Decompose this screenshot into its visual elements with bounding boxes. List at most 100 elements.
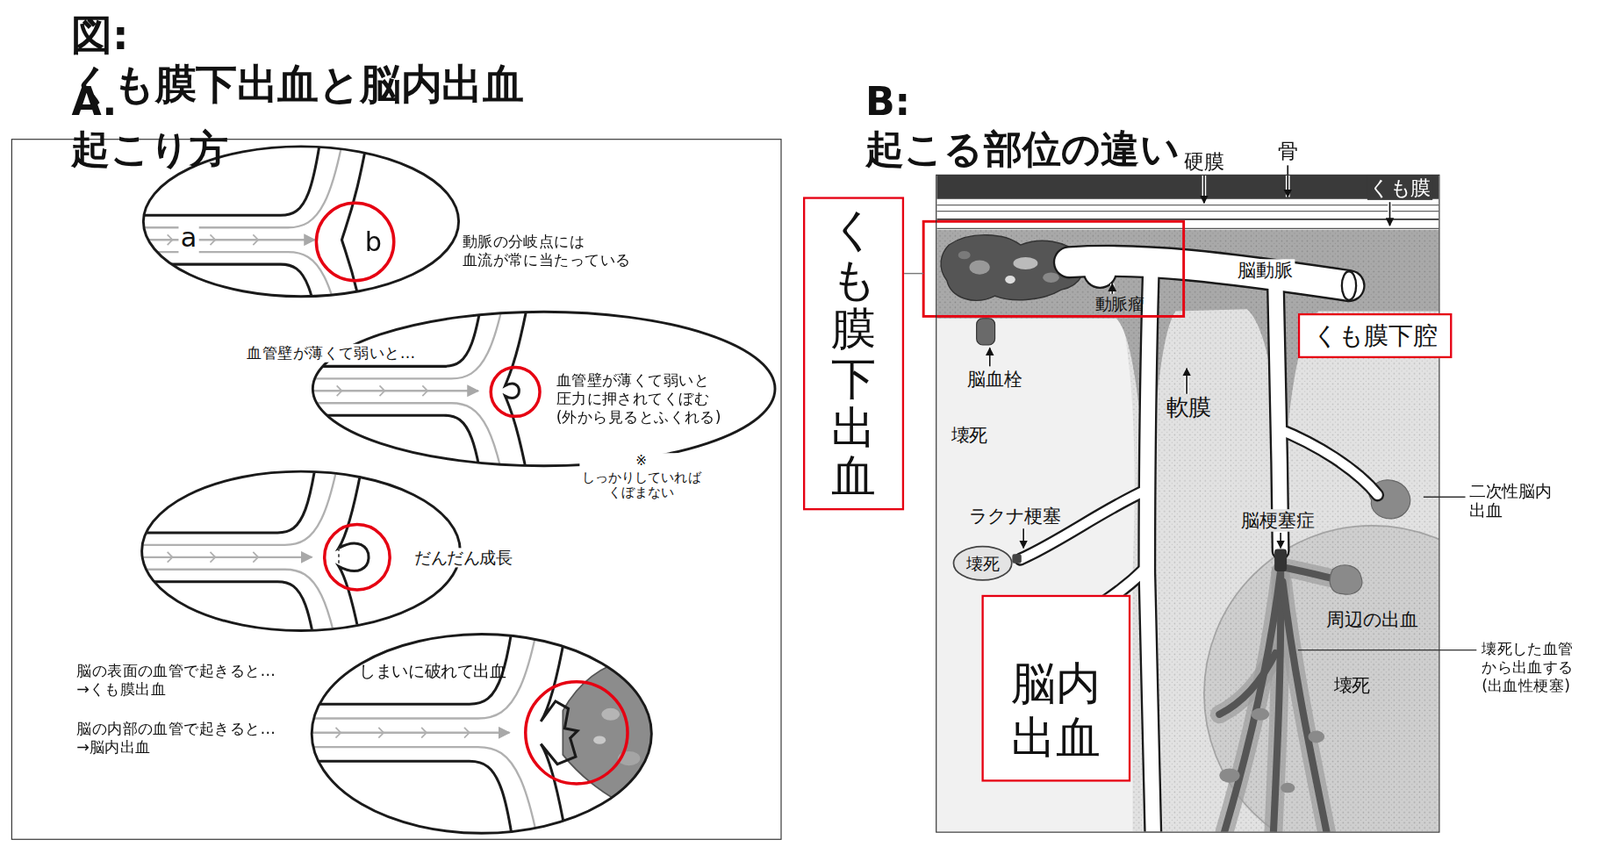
hemorrhage-spot <box>958 251 971 259</box>
arrow-underlay <box>1285 165 1291 197</box>
flow-line <box>300 530 553 719</box>
callout-label: ラクナ梗塞 <box>968 505 1062 528</box>
ellipse-shape <box>953 546 1012 581</box>
leader-line <box>1423 496 1466 498</box>
pointer-arrow <box>1111 283 1113 295</box>
callout-label: 周辺の出血 <box>1326 608 1419 631</box>
pointer-arrow <box>1279 532 1282 548</box>
bleeding-halo <box>1282 581 1327 833</box>
necrotic-vessel <box>1224 571 1281 832</box>
peripheral-bleeding <box>1219 767 1240 783</box>
membrane-line <box>936 204 1439 206</box>
stipple <box>936 229 1439 533</box>
diagram-title: 図:くも膜下出血と脳内出血 <box>71 10 524 109</box>
callout-label: 動脈瘤 <box>1095 294 1145 314</box>
pointer-arrow <box>989 347 991 366</box>
flow-line <box>131 238 316 241</box>
artery <box>1147 267 1154 833</box>
cortex-block <box>936 318 1134 833</box>
vessel-drawing <box>301 233 540 548</box>
flow-chevron <box>167 552 173 563</box>
note-text: しまいに破れて出血 <box>358 660 506 681</box>
box-title: くも膜下出血 <box>831 205 876 503</box>
callout-label: 血管壁が薄くて弱いと… <box>244 344 417 363</box>
arrow-underlay <box>987 347 992 366</box>
pointer-arrow <box>1286 165 1289 197</box>
flow-chevron <box>210 552 216 563</box>
flow-line <box>301 402 516 548</box>
hemorrhage-spot <box>593 735 606 744</box>
flow-chevron <box>422 385 428 396</box>
callout-label: だんだん成長 <box>412 547 515 567</box>
flow-line <box>131 556 312 559</box>
subarachnoid-space <box>936 229 1439 533</box>
flow-chevron <box>379 385 385 396</box>
highlight-box: 脳内 出血 <box>981 595 1131 783</box>
callout-label: 脳血栓 <box>967 368 1023 391</box>
callout-label: 二次性脳内 出血 <box>1469 481 1551 522</box>
pointer-arrow <box>1203 175 1206 203</box>
callout-label: 動脈の分岐点には 血流が常に当たっている <box>462 232 632 270</box>
peripheral-bleeding <box>1280 782 1295 794</box>
callout-label: 壊死 <box>951 424 989 447</box>
bifurcation-wall <box>540 530 582 847</box>
leader-line <box>1298 649 1477 651</box>
artery-outline <box>1147 267 1154 833</box>
embolus-plug <box>1274 548 1287 572</box>
flow-chevron <box>210 234 216 245</box>
panel-heading: B:起こる部位の違い <box>865 79 1180 173</box>
callout-label: 軟膜 <box>1166 394 1212 423</box>
artery-outline <box>1277 428 1378 496</box>
flow-line <box>300 731 510 734</box>
bleeding-halo <box>1219 652 1276 715</box>
vessel-wall <box>300 530 524 705</box>
flow-chevron <box>252 552 259 563</box>
arrow-underlay <box>1184 368 1190 395</box>
vessel-wall <box>301 415 491 548</box>
callout-label: くも膜 <box>1367 175 1433 201</box>
hemorrhage <box>562 660 681 821</box>
callout-label: 壊死した血管 から出血する (出血性梗塞) <box>1481 639 1574 696</box>
hemorrhage-spot <box>968 259 990 274</box>
necrotic-vessel <box>1219 652 1276 715</box>
callout-label: 脳梗塞症 <box>1238 509 1316 531</box>
leader-line <box>902 272 924 274</box>
highlight-box: くも膜下腔 <box>1298 313 1453 359</box>
membrane-line <box>936 228 1439 230</box>
callout-label: 脳の内部の血管で起きると… →脳内出血 <box>76 719 276 757</box>
brain-illustration <box>936 175 1439 833</box>
panel-frame: 壊死脳内 出血B:起こる部位の違い <box>936 175 1439 833</box>
pointer-arrow <box>1022 528 1025 548</box>
vessel-drawing <box>300 530 681 847</box>
peripheral-bleeding <box>1250 708 1270 721</box>
skull-bone <box>936 175 1439 200</box>
flow-chevron <box>378 727 384 739</box>
flow-chevron <box>252 234 259 245</box>
stage-ellipse: 血管壁が薄くて弱いと 圧力に押されてくぼむ (外から見るとふくれる) <box>311 309 777 467</box>
bifurcation-wall <box>505 233 540 548</box>
hemorrhage-spot <box>1042 272 1060 283</box>
vessel-wall <box>131 264 328 393</box>
callout-label: 硬膜 <box>1183 149 1226 174</box>
thrombus <box>976 318 996 345</box>
arrow-underlay <box>1110 283 1115 295</box>
highlight-box <box>923 221 1184 316</box>
callout-label: 壊死 <box>1334 674 1371 696</box>
highlight-circle <box>525 681 628 784</box>
flow-line <box>301 389 479 392</box>
stage-ellipse: しまいに破れて出血 <box>309 632 653 835</box>
callout-label: 壊死 <box>966 553 999 574</box>
necrotic-vessel <box>1282 581 1327 833</box>
callout-label: 骨 <box>1277 138 1299 164</box>
note-text: 血管壁が薄くて弱いと 圧力に押されてくぼむ (外から見るとふくれる) <box>556 371 722 427</box>
hemorrhage-spot <box>601 708 620 721</box>
meninges <box>936 199 1439 230</box>
aneurysm-neck <box>337 547 340 567</box>
box-title: くも膜下腔 <box>1313 321 1438 351</box>
callout-label: 脳動脈 <box>1235 258 1295 281</box>
arrow-underlay <box>1202 175 1207 203</box>
hemorrhage-spot <box>1012 257 1038 270</box>
stipple <box>1204 525 1439 833</box>
arrow-underlay <box>1387 201 1392 226</box>
letter-label: a <box>178 222 199 254</box>
